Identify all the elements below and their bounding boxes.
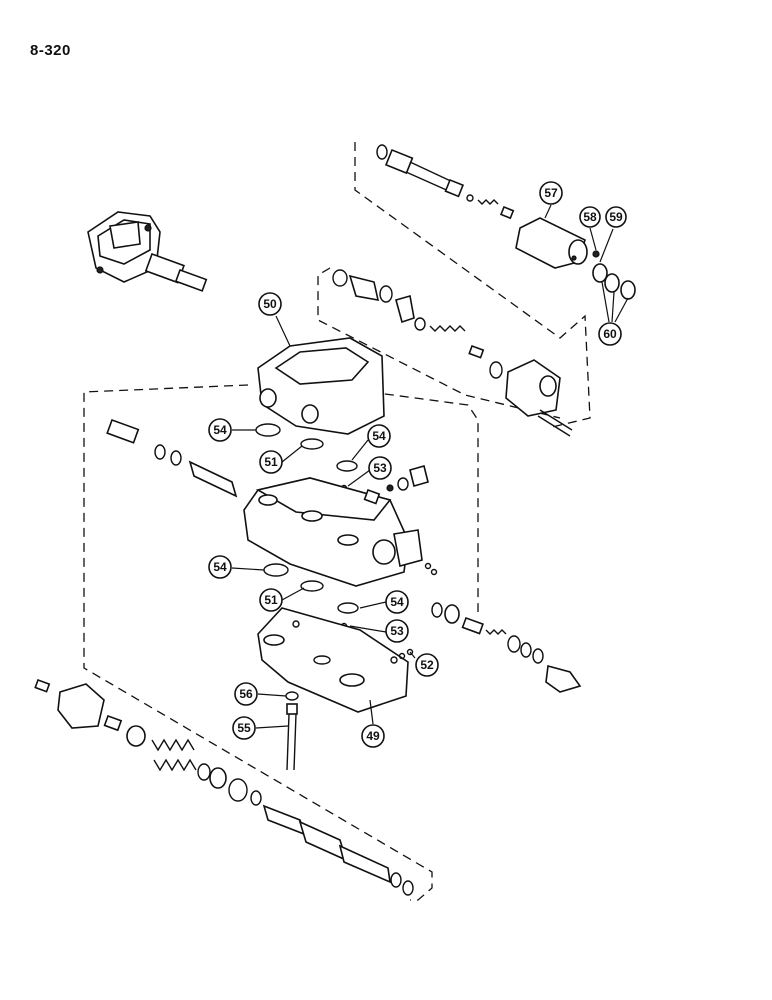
leader-lines — [231, 204, 629, 729]
callout-51-top: 51 — [259, 450, 283, 474]
svg-text:51: 51 — [264, 593, 278, 607]
callout-53-mid: 53 — [385, 619, 409, 643]
middle-relief-assembly — [332, 269, 573, 437]
svg-text:57: 57 — [544, 186, 558, 200]
callout-55: 55 — [232, 716, 256, 740]
callouts: 57 58 59 60 50 54 51 54 53 54 51 54 53 5… — [208, 181, 627, 748]
svg-text:49: 49 — [366, 729, 380, 743]
svg-text:50: 50 — [263, 297, 277, 311]
callout-56: 56 — [234, 682, 258, 706]
svg-text:54: 54 — [372, 429, 386, 443]
valve-cover-50 — [257, 337, 385, 435]
svg-text:54: 54 — [213, 560, 227, 574]
bottom-spool-assembly — [34, 678, 414, 896]
body-fittings — [363, 465, 429, 505]
main-group-outline — [83, 384, 433, 901]
callout-59: 59 — [605, 206, 627, 228]
callout-60: 60 — [598, 322, 622, 346]
svg-text:55: 55 — [237, 721, 251, 735]
svg-text:53: 53 — [373, 461, 387, 475]
svg-text:59: 59 — [609, 210, 623, 224]
callout-51-mid: 51 — [259, 588, 283, 612]
callout-54-mid-left: 54 — [208, 555, 232, 579]
upper-spool-assembly — [376, 144, 588, 269]
callout-54-mid-right: 54 — [385, 590, 409, 614]
callout-54-top-left: 54 — [208, 418, 232, 442]
svg-text:60: 60 — [603, 327, 617, 341]
callout-49: 49 — [361, 724, 385, 748]
svg-text:52: 52 — [420, 658, 434, 672]
main-group-outline-right — [369, 391, 479, 612]
page-number: 8-320 — [30, 42, 71, 59]
svg-text:51: 51 — [264, 455, 278, 469]
middle-group-outline — [317, 267, 561, 419]
svg-text:53: 53 — [390, 624, 404, 638]
bolt-55-washer-56 — [285, 691, 299, 771]
callout-52: 52 — [415, 653, 439, 677]
callout-54-top-right: 54 — [367, 424, 391, 448]
upper-group-outline — [354, 142, 591, 429]
svg-text:54: 54 — [213, 423, 227, 437]
svg-text:54: 54 — [390, 595, 404, 609]
seal-rings-58-59-60 — [592, 250, 636, 300]
base-plate-49 — [257, 607, 414, 713]
main-valve-body — [243, 477, 438, 587]
callout-57: 57 — [539, 181, 563, 205]
reference-valve-assembly — [87, 211, 208, 292]
callout-58: 58 — [579, 206, 601, 228]
svg-text:58: 58 — [583, 210, 597, 224]
left-plunger-set — [106, 418, 238, 498]
svg-text:56: 56 — [239, 687, 253, 701]
callout-50: 50 — [258, 292, 282, 316]
callout-53-top: 53 — [368, 456, 392, 480]
right-spool-parts — [431, 602, 582, 693]
